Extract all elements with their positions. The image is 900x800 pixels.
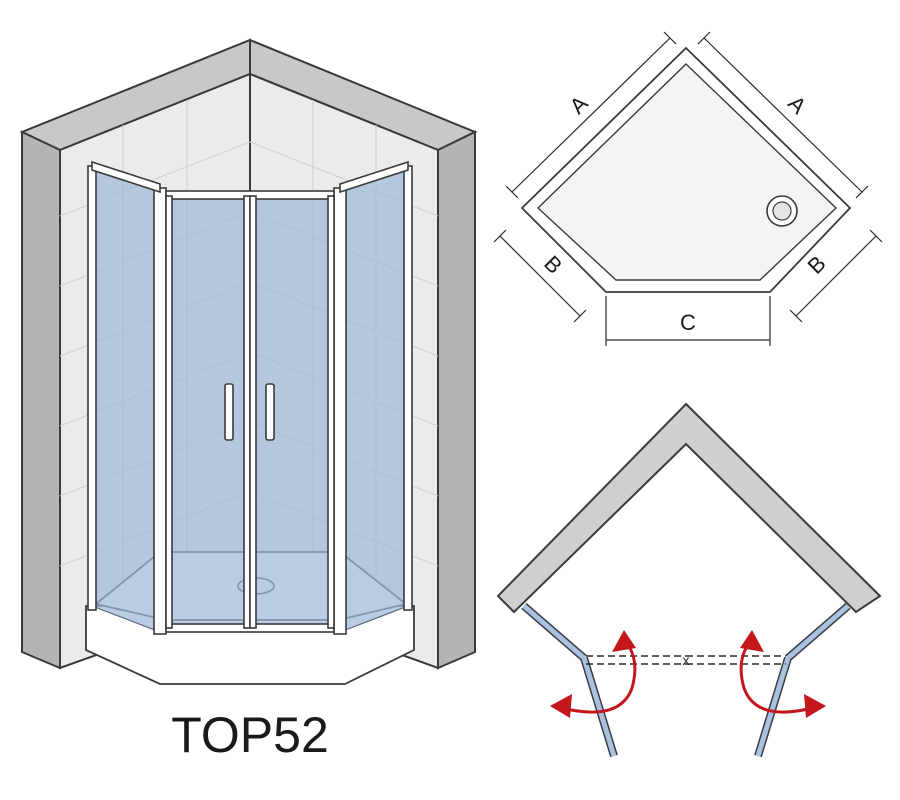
side-top-rail-left: [91, 160, 161, 194]
dim-line-a-left: [511, 37, 671, 193]
shower-3d-view: [19, 38, 478, 685]
glass-side-left: [91, 167, 161, 633]
door-right-rim: [327, 195, 335, 629]
arrowhead-right-up: [740, 630, 764, 652]
dim-label-a-left: A: [565, 90, 593, 118]
wall-side-right: [437, 130, 476, 670]
dim-label-a-right: A: [783, 91, 811, 119]
glass-door-right: [249, 195, 335, 631]
side-top-rail-right: [339, 160, 409, 194]
model-label: TOP52: [171, 707, 329, 763]
dim-label-c: C: [680, 310, 696, 335]
door-left-rim: [165, 195, 173, 629]
door-handle-right: [265, 383, 275, 441]
arrowhead-left-up: [612, 630, 636, 652]
tray-plan-view: A A B B C: [493, 31, 883, 346]
glass-door-left: [165, 195, 251, 631]
dim-line-b-left: [499, 235, 581, 317]
plan-center-marker: x: [683, 652, 690, 668]
arrowhead-left-down: [550, 694, 572, 718]
wall-profile-left: [87, 165, 97, 611]
arrowhead-right-down: [804, 694, 826, 718]
wall-profile-right: [403, 165, 413, 611]
door-swing-plan: x: [496, 402, 882, 758]
door-left-closing-edge: [243, 195, 251, 629]
corner-post-left: [153, 187, 167, 635]
glass-side-right: [339, 167, 409, 633]
plan-corner-walls: [496, 402, 882, 614]
door-right-closing-edge: [249, 195, 257, 629]
dim-line-b-right: [795, 235, 877, 317]
swing-arrow-left: [561, 641, 637, 714]
dim-label-b-left: B: [539, 251, 567, 279]
door-handle-left: [224, 383, 234, 441]
tray-plan-inner: [536, 63, 838, 281]
wall-side-left: [21, 130, 61, 670]
dim-line-a-right: [703, 37, 863, 193]
dim-label-b-right: B: [803, 251, 831, 279]
swing-arrow-right: [739, 641, 813, 714]
corner-post-right: [333, 187, 347, 635]
